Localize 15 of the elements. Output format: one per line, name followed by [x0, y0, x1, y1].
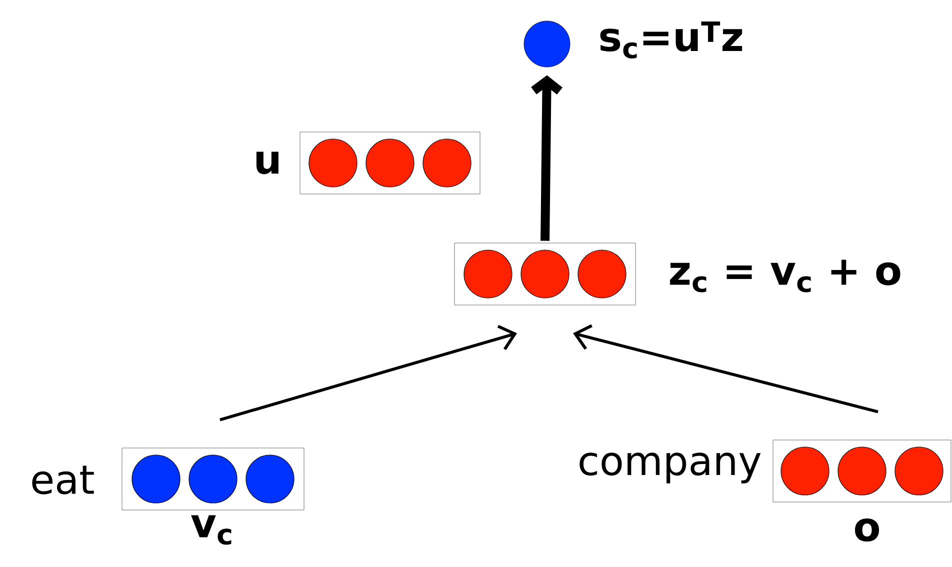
arrow [220, 324, 517, 422]
vector-box [454, 242, 636, 306]
output-circle [524, 20, 570, 68]
arrow [573, 324, 878, 414]
formula-label: v$_{c}$ [191, 515, 232, 545]
formula-label: z$_{c}$ = v$_{c}$ + o [670, 260, 900, 292]
vector-box [772, 440, 952, 502]
vector-box [300, 132, 480, 194]
formula-label: o [855, 518, 880, 542]
formula-label: u [256, 152, 278, 174]
word-label: eat [32, 466, 94, 494]
word-label: company [580, 452, 761, 484]
formula-label: s$_{c}$=u$^{T}$z [600, 22, 742, 58]
arrow [531, 75, 563, 241]
vector-box [122, 448, 304, 510]
